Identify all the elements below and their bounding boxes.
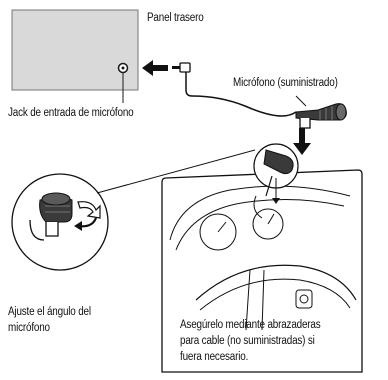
mic-input-jack-label: Jack de entrada de micrófono	[8, 107, 134, 119]
callout-connector	[96, 149, 256, 194]
microphone-icon	[295, 103, 347, 129]
secure-line1: Asegúrelo mediante abrazaderas	[180, 319, 321, 331]
secure-line2: para cable (no suministradas) si	[180, 335, 315, 347]
plug-icon	[172, 62, 193, 97]
secure-line3: fuera necesario.	[180, 351, 249, 363]
rear-panel	[11, 9, 139, 91]
adjust-angle-line2: micrófono	[8, 322, 50, 334]
mic-angle-callout	[11, 173, 109, 271]
microphone-label: Micrófono (suministrado)	[233, 77, 338, 89]
rear-panel-label: Panel trasero	[147, 12, 204, 24]
rotate-arrow-icon	[77, 201, 101, 219]
mic-cable	[191, 95, 283, 117]
dashboard-illustration	[161, 143, 363, 373]
arrow-down-icon	[293, 128, 311, 155]
adjust-angle-line1: Ajuste el ángulo del	[8, 306, 91, 318]
arrow-left-icon	[142, 60, 168, 76]
